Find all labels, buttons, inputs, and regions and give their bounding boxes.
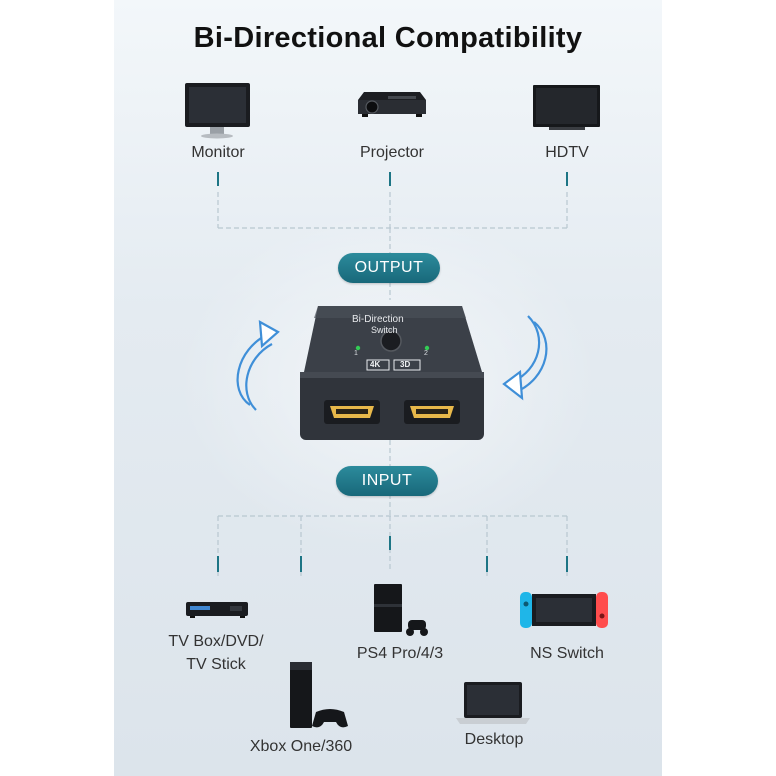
xbox-console-icon [290, 662, 348, 728]
right-curved-arrow-icon [502, 315, 548, 401]
hdmi-port-left [324, 400, 380, 424]
hdmi-switch-device [300, 306, 484, 440]
device-name-line2: Switch [371, 325, 398, 335]
input-label-xbox: Xbox One/360 [249, 738, 353, 755]
laptop-icon [456, 682, 530, 724]
output-label-monitor: Monitor [191, 144, 245, 161]
output-badge: OUTPUT [338, 253, 440, 283]
projector-icon [358, 92, 426, 117]
badge-4k: 4K [370, 360, 381, 369]
input-label-tv-box-line1: TV Box/DVD/ [168, 633, 264, 650]
output-tick-marks [217, 172, 568, 186]
device-name-line1: Bi-Direction [352, 314, 404, 325]
input-tick-marks [217, 536, 568, 572]
input-label-ps4: PS4 Pro/4/3 [356, 645, 444, 662]
input-badge: INPUT [336, 466, 438, 496]
input-connector-lines [217, 440, 568, 576]
output-label-projector: Projector [359, 144, 425, 161]
hdmi-port-right [404, 400, 460, 424]
badge-3d: 3D [400, 360, 411, 369]
hdtv-icon [533, 85, 600, 130]
ps4-console-icon [374, 584, 428, 636]
output-connector-lines [217, 192, 568, 300]
page-title: Bi-Directional Compatibility [193, 22, 583, 54]
left-curved-arrow-icon [236, 320, 280, 411]
input-label-desktop: Desktop [464, 731, 524, 748]
output-label-hdtv: HDTV [545, 144, 589, 161]
nintendo-switch-icon [520, 592, 608, 628]
input-label-tv-box-line2: TV Stick [186, 656, 246, 673]
input-label-ns-switch: NS Switch [530, 645, 604, 662]
port-2-number: 2 [424, 350, 428, 357]
monitor-icon [185, 83, 250, 139]
tv-box-icon [186, 602, 248, 618]
port-1-number: 1 [354, 350, 358, 357]
